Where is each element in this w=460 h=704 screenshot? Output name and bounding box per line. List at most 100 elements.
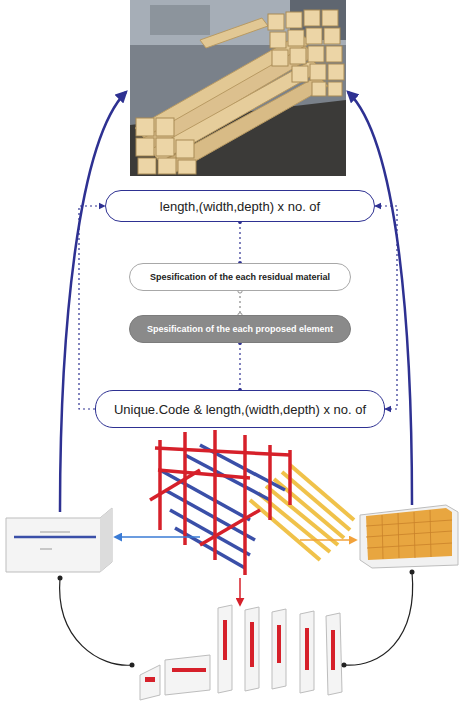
timber-photo-part-part bbox=[136, 118, 154, 136]
timber-photo-part-part bbox=[158, 158, 176, 174]
timber-photo-part-part bbox=[136, 138, 154, 156]
dotted-connector bbox=[79, 206, 105, 409]
scaffold-model-part-part bbox=[158, 470, 250, 478]
timber-photo-part-part bbox=[310, 64, 326, 80]
plank-panel-part-part bbox=[382, 515, 383, 559]
leader-curve-part bbox=[130, 663, 135, 668]
scaffold-model-part bbox=[150, 430, 290, 575]
leader-curve bbox=[58, 570, 415, 668]
timber-photo-part bbox=[165, 76, 328, 172]
timber-photo-part-part bbox=[326, 46, 342, 62]
timber-photo-part bbox=[200, 18, 268, 48]
timber-photo-part-part bbox=[328, 64, 344, 80]
scaffold-model-part-part bbox=[150, 470, 200, 500]
element-strips-part-part bbox=[277, 625, 281, 663]
timber-photo-part bbox=[150, 60, 322, 162]
timber-photo-part bbox=[136, 10, 344, 174]
timber-photo-part-part bbox=[290, 48, 306, 64]
plank-panel-part-part bbox=[366, 531, 452, 537]
element-strips-part-part bbox=[218, 605, 232, 693]
scaffold-model-part bbox=[160, 445, 285, 568]
leader-curve-part bbox=[410, 570, 415, 575]
timber-photo-part bbox=[150, 5, 210, 35]
timber-photo-part-part bbox=[328, 82, 342, 96]
length-panel-part bbox=[40, 549, 52, 550]
length-panel bbox=[6, 508, 112, 572]
timber-photo-part-part bbox=[306, 28, 322, 44]
timber-photo-part-part bbox=[138, 158, 156, 174]
box-label: Spesification of the each residual mater… bbox=[150, 272, 330, 282]
timber-photo-part-part bbox=[322, 10, 338, 26]
scaffold-model-part-part bbox=[282, 472, 350, 530]
plank-panel-part-part bbox=[414, 512, 415, 558]
plank-panel-part-part bbox=[398, 513, 399, 558]
pointer-arrow-part bbox=[300, 539, 356, 541]
pointer-arrow-part bbox=[115, 536, 200, 538]
spec-box: Spesification of the each proposed eleme… bbox=[129, 315, 351, 343]
plank-panel bbox=[360, 505, 458, 568]
element-strips-part-part bbox=[165, 655, 210, 695]
length-panel-part bbox=[6, 508, 112, 572]
box-label: Spesification of the each proposed eleme… bbox=[147, 324, 333, 334]
timber-photo bbox=[130, 0, 346, 176]
timber-photo-part-part bbox=[324, 28, 340, 44]
return-arrow bbox=[60, 92, 412, 512]
timber-photo-part-part bbox=[178, 160, 196, 174]
element-strips-part-part bbox=[140, 665, 160, 700]
element-strips-part-part bbox=[250, 622, 254, 667]
length-panel-part bbox=[40, 532, 70, 533]
dotted-connector bbox=[239, 343, 240, 390]
pointer-arrow-part bbox=[239, 578, 241, 605]
box-label: Unique.Code & length,(width,depth) x no.… bbox=[114, 402, 366, 417]
element-strips-part-part bbox=[331, 630, 335, 670]
timber-photo-part-part bbox=[268, 14, 284, 30]
pointer-arrow bbox=[115, 537, 356, 605]
leader-curve-part bbox=[344, 572, 413, 665]
scaffold-model-part-part bbox=[158, 440, 162, 530]
scaffold-model-part-part bbox=[290, 465, 354, 520]
spec-box: Unique.Code & length,(width,depth) x no.… bbox=[95, 390, 385, 428]
timber-photo-part-part bbox=[156, 118, 174, 136]
timber-photo-part-part bbox=[286, 12, 302, 28]
timber-photo-part-part bbox=[176, 140, 194, 158]
timber-photo-part-part bbox=[304, 10, 320, 26]
timber-photo-part-part bbox=[272, 50, 288, 66]
timber-photo-part-part bbox=[288, 30, 304, 46]
length-panel-part bbox=[14, 536, 96, 539]
scaffold-model-part-part bbox=[243, 435, 247, 575]
spec-box: Spesification of the each residual mater… bbox=[129, 263, 351, 291]
element-strips-part-part bbox=[172, 668, 206, 672]
dotted-connector bbox=[375, 206, 397, 409]
return-arrow-part bbox=[348, 92, 412, 505]
scaffold-model-part-part bbox=[268, 445, 272, 520]
timber-photo-part-part bbox=[312, 82, 326, 96]
scaffold-model-part-part bbox=[155, 448, 290, 455]
spec-box: length,(width,depth) x no. of bbox=[105, 190, 375, 222]
leader-curve-part bbox=[58, 576, 63, 581]
dotted-connector bbox=[239, 222, 240, 263]
element-strips bbox=[140, 605, 342, 700]
plank-panel-part-part bbox=[367, 543, 452, 548]
element-strips-part bbox=[145, 620, 335, 682]
element-strips-part-part bbox=[245, 607, 259, 691]
scaffold-model bbox=[150, 430, 354, 575]
box-label: length,(width,depth) x no. of bbox=[160, 199, 320, 214]
return-arrow-part bbox=[60, 92, 126, 512]
plank-panel-part bbox=[366, 510, 452, 559]
timber-photo-part-part bbox=[292, 66, 308, 82]
element-strips-part-part bbox=[272, 609, 286, 689]
timber-photo-part-part bbox=[156, 138, 174, 156]
plank-panel-part-part bbox=[366, 520, 452, 526]
element-strips-part-part bbox=[145, 677, 155, 682]
timber-photo-part bbox=[130, 0, 346, 45]
element-strips-part bbox=[140, 605, 342, 700]
element-strips-part-part bbox=[305, 628, 309, 670]
timber-photo-part-part bbox=[270, 32, 286, 48]
scaffold-model-part-part bbox=[200, 510, 260, 545]
element-strips-part-part bbox=[223, 620, 227, 660]
timber-photo-part bbox=[130, 0, 346, 176]
plank-panel-part bbox=[360, 505, 458, 568]
